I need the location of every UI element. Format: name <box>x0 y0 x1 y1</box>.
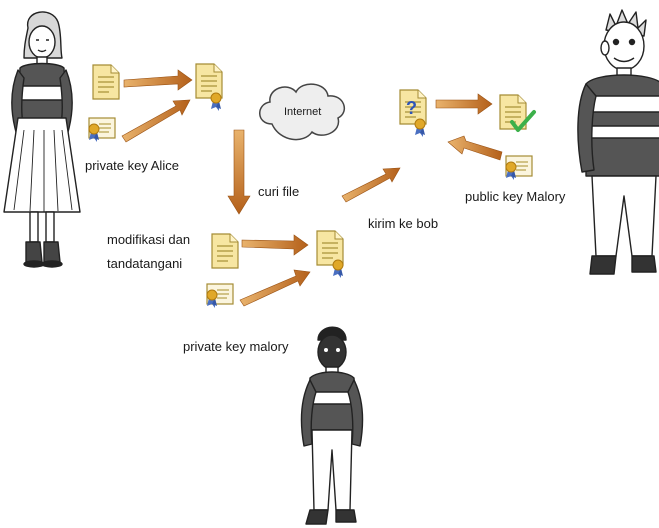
label-kirim-ke-bob: kirim ke bob <box>368 216 439 231</box>
arrow-icon <box>123 69 193 91</box>
label-modifikasi-line2: tandatangani <box>107 256 183 271</box>
label-internet: Internet <box>284 106 322 118</box>
malory-certificate-key-icon <box>207 284 233 308</box>
verified-document-icon <box>499 94 536 132</box>
arrow-icon <box>241 234 309 256</box>
alice-certificate-key-icon <box>89 118 115 142</box>
label-modifikasi-line1: modifikasi dan <box>107 232 191 247</box>
public-certificate-key-icon <box>506 156 532 180</box>
signed-document-icon <box>316 230 344 279</box>
label-curi-file: curi file <box>258 184 300 199</box>
label-private-key-alice: private key Alice <box>85 158 179 173</box>
alice-document-icon <box>92 64 120 100</box>
arrow-icon <box>239 269 311 307</box>
malory-document-icon <box>211 233 239 269</box>
arrow-icon <box>435 93 493 115</box>
bob-figure <box>577 9 659 275</box>
arrow-icon <box>447 135 503 161</box>
arrow-icon <box>227 129 251 215</box>
label-private-key-malory: private key malory <box>183 339 289 354</box>
arrow-icon <box>121 99 191 143</box>
arrow-icon <box>341 167 401 203</box>
alice-figure <box>3 11 81 268</box>
svg-text:?: ? <box>406 98 417 118</box>
malory-figure <box>300 326 364 525</box>
question-document-icon: ? <box>399 89 427 138</box>
signed-document-icon <box>195 63 223 112</box>
label-public-key-malory: public key Malory <box>465 189 566 204</box>
internet-cloud-icon <box>259 83 346 141</box>
